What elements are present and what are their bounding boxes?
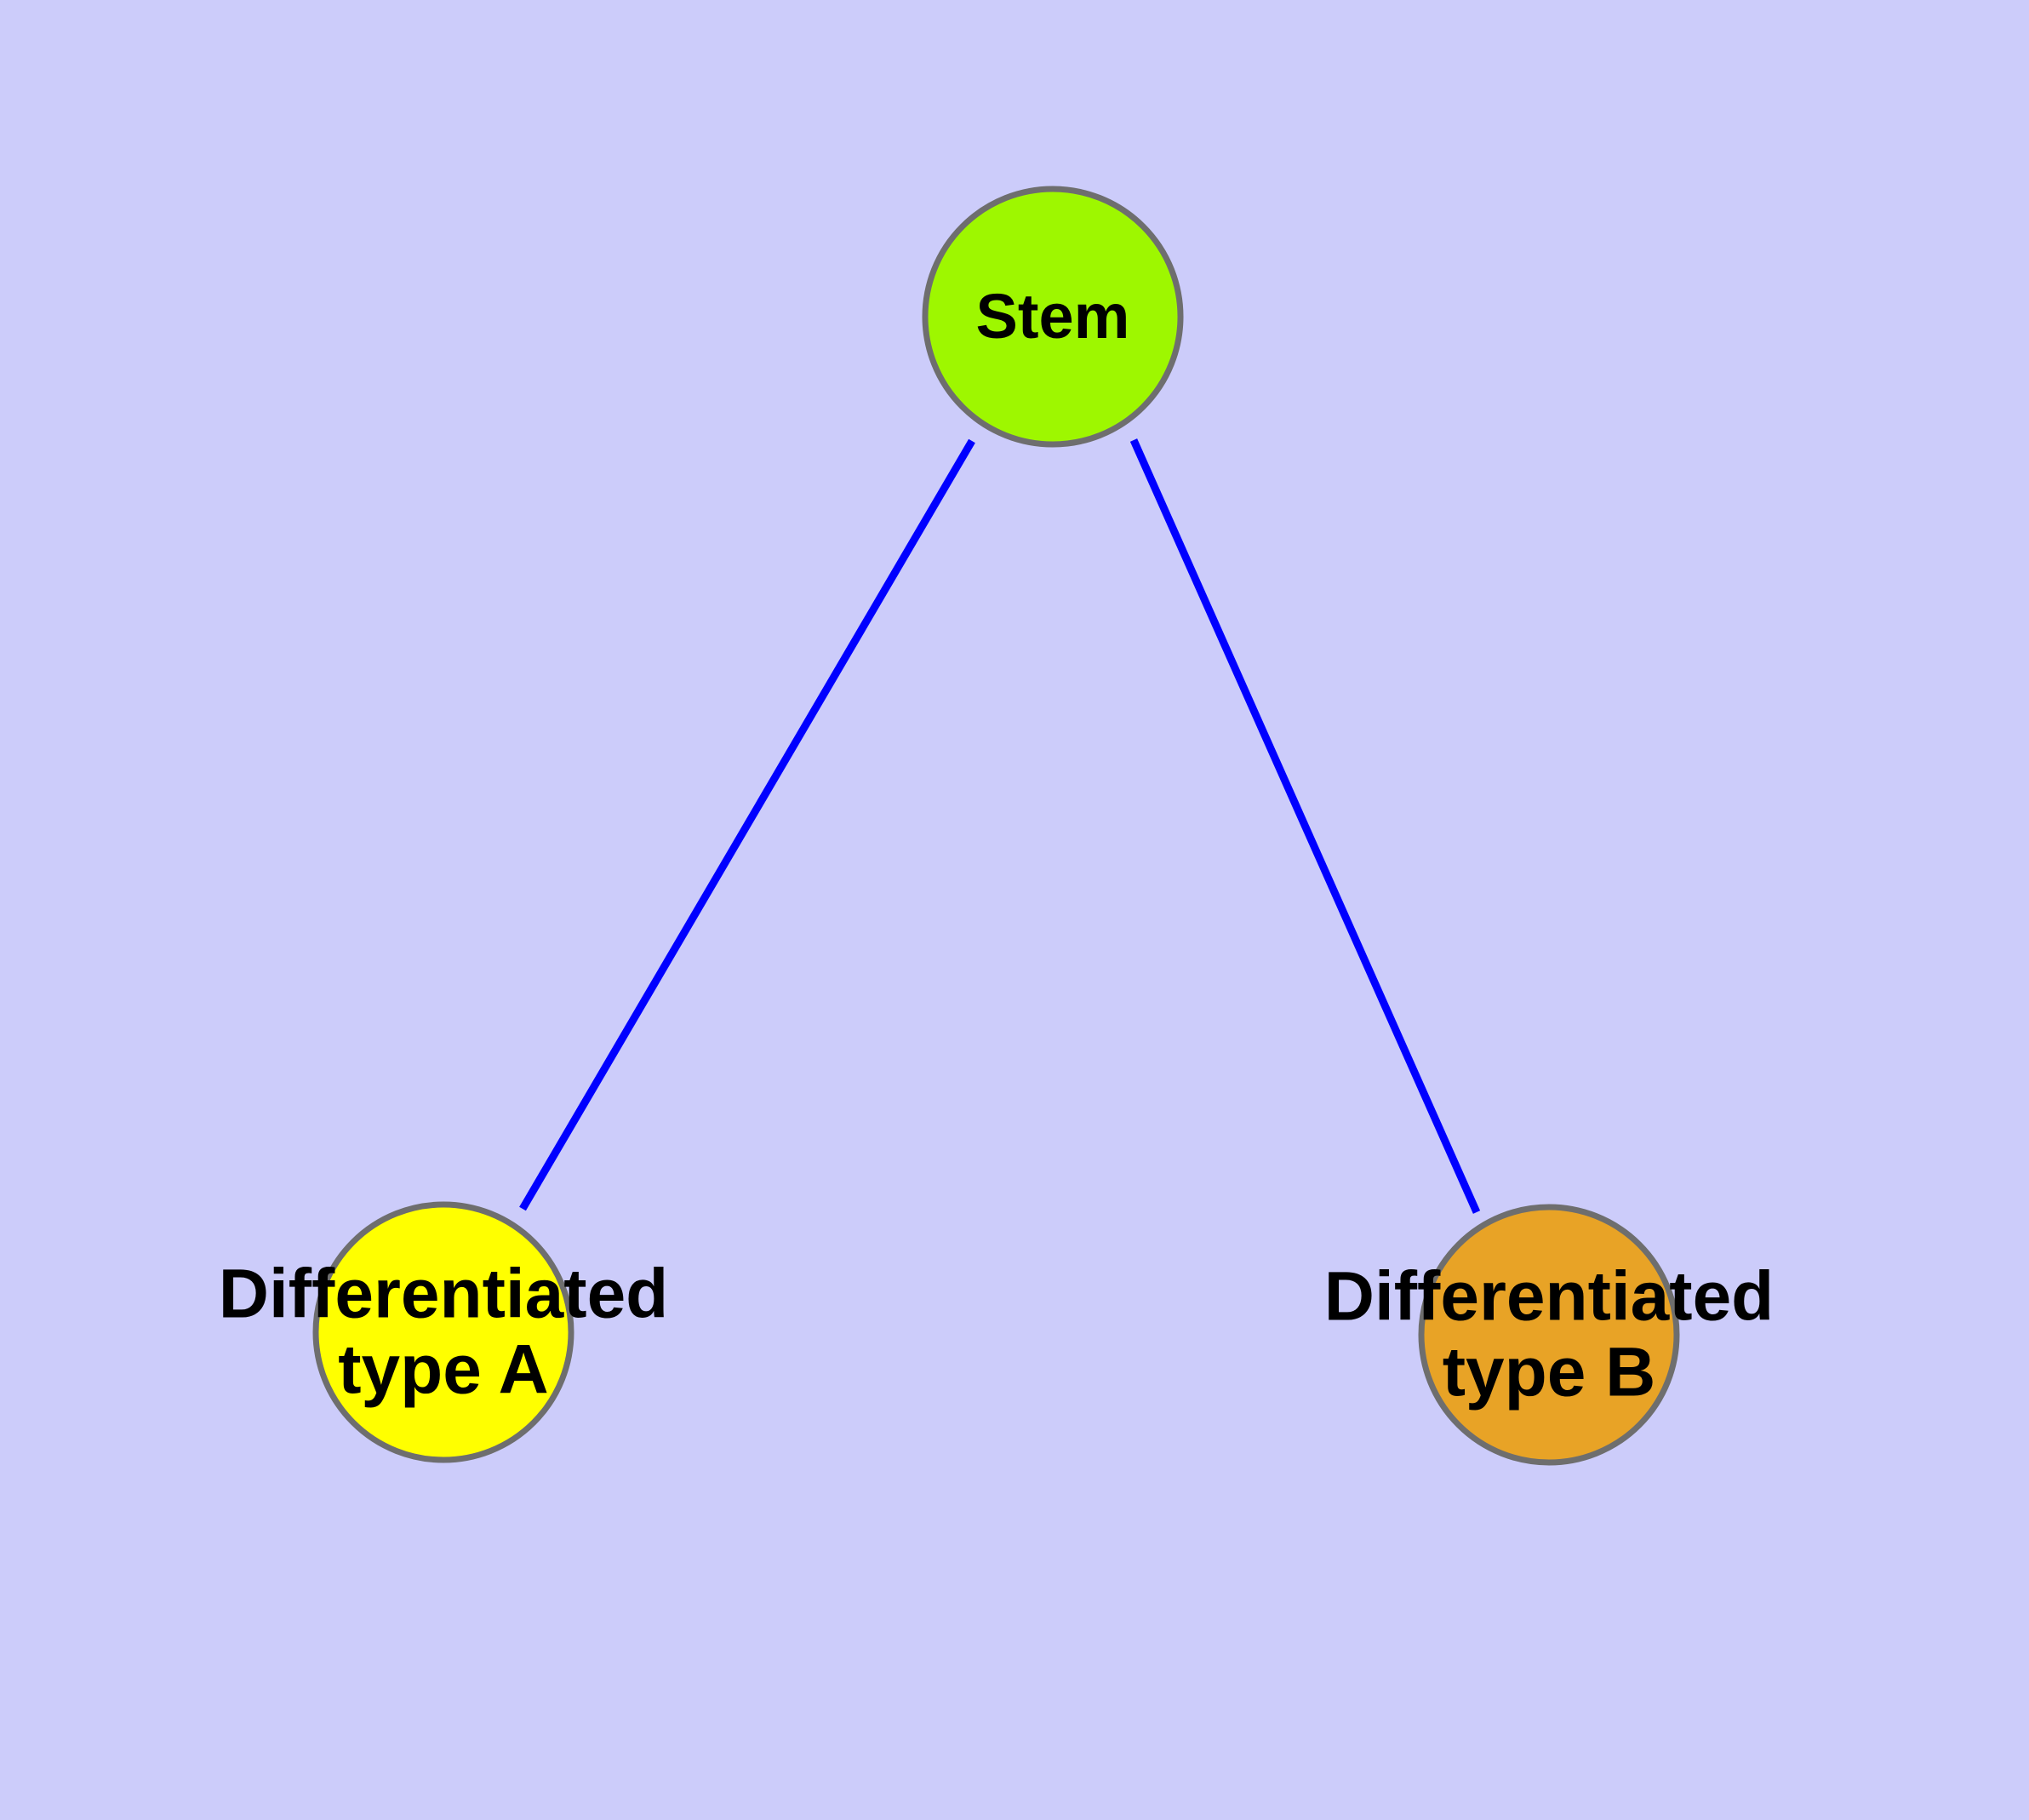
node-circle-diff_b[interactable] [1418,1204,1680,1466]
edges-group [519,438,1481,1214]
node-circle-diff_a[interactable] [312,1201,574,1463]
node-circle-stem[interactable] [922,186,1184,448]
nodes-group [312,186,1680,1466]
edge-stem-to-a [519,438,975,1211]
edge-stem-to-b [1129,438,1481,1214]
